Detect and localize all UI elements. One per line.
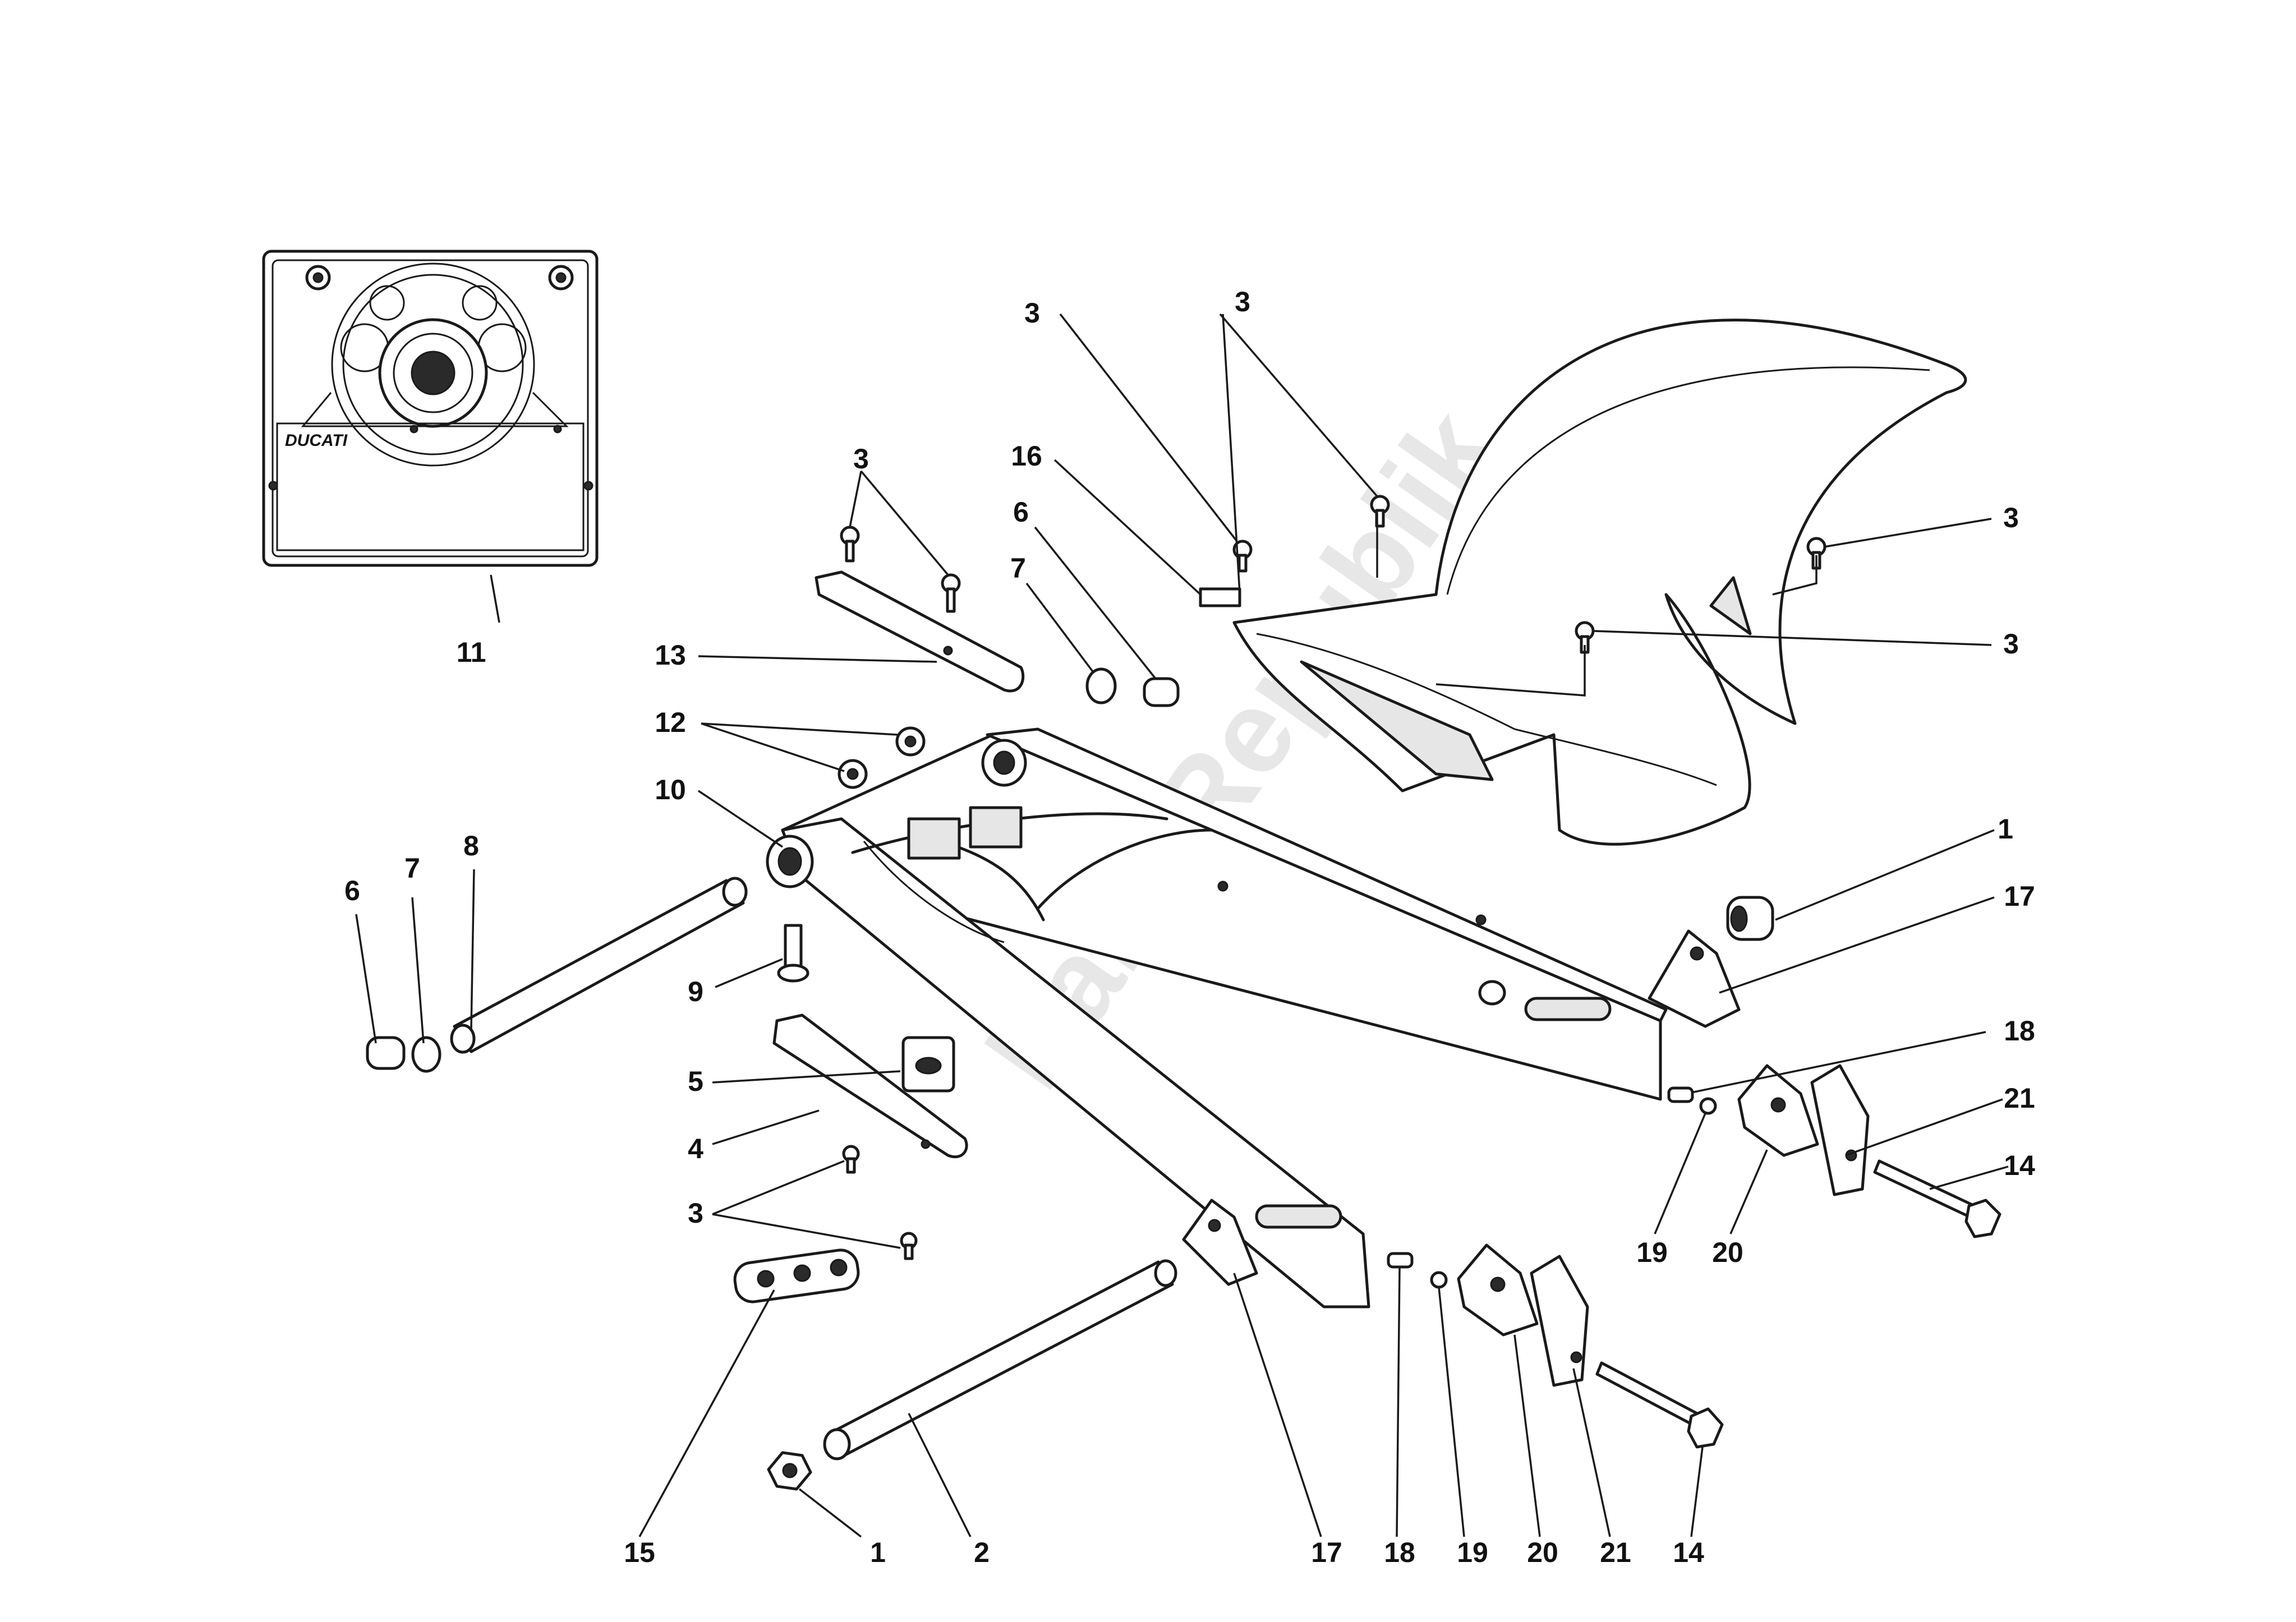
pivot-shaft-8 [450, 877, 748, 1054]
callout-19-right: 19 [1636, 1237, 1668, 1268]
callout-7-left: 7 [404, 853, 420, 884]
chain-link-15 [733, 1248, 860, 1303]
callout-9: 9 [688, 976, 703, 1007]
cap-6-upper [1143, 677, 1180, 707]
callout-17-lower: 17 [1311, 1537, 1342, 1568]
callout-3-chainguide: 3 [853, 443, 869, 474]
circlip-7-left [411, 1036, 441, 1073]
callout-3-right-upper: 3 [2003, 502, 2019, 533]
callout-12: 12 [655, 707, 686, 738]
callout-6-upper: 6 [1013, 496, 1029, 528]
sprocket-kit-inset: DUCATI [262, 250, 599, 567]
callout-18-lower: 18 [1384, 1537, 1415, 1568]
callout-labels: 11 13 12 3 7 6 16 3 3 3 3 10 6 7 8 9 5 4… [344, 286, 2035, 1568]
callout-16: 16 [1011, 440, 1042, 472]
callout-20-lower: 20 [1527, 1537, 1558, 1568]
chain-guide-lower [772, 1013, 968, 1159]
callout-11: 11 [457, 637, 486, 668]
callout-3-lower: 3 [688, 1197, 703, 1229]
wheel-axle-2 [823, 1259, 1177, 1460]
callout-3-top: 3 [1235, 286, 1250, 317]
callout-10: 10 [655, 774, 686, 805]
callout-13: 13 [655, 639, 686, 671]
callout-3-top-left: 3 [1024, 297, 1040, 329]
callout-14-lower: 14 [1673, 1537, 1704, 1568]
callout-20-right: 20 [1712, 1237, 1743, 1268]
callout-21-lower: 21 [1600, 1537, 1631, 1568]
bolt-14-right [1964, 1199, 2001, 1238]
callout-8: 8 [463, 830, 479, 861]
callout-7-upper: 7 [1010, 552, 1026, 584]
bracket-17-lower [1182, 1199, 1258, 1286]
callout-18-right: 18 [2004, 1015, 2035, 1047]
callout-14-right: 14 [2004, 1150, 2035, 1181]
rear-mudguard [1199, 319, 1967, 846]
callout-2: 2 [974, 1537, 990, 1568]
callout-6-left: 6 [344, 875, 360, 906]
callout-21-right: 21 [2004, 1082, 2035, 1114]
plate-21-right [1810, 1064, 1870, 1196]
callout-1-lower: 1 [870, 1537, 886, 1568]
bracket-17-right [1648, 929, 1741, 1028]
callout-19-lower: 19 [1457, 1537, 1488, 1568]
swingarm [766, 727, 1668, 1308]
chain-guide-upper [815, 526, 1025, 693]
bolt-14-lower [1687, 1407, 1724, 1449]
callout-15: 15 [624, 1537, 655, 1568]
bolt-9 [784, 924, 803, 972]
inset-brand: DUCATI [285, 431, 348, 450]
plate-21-lower [1530, 1255, 1589, 1387]
callout-4: 4 [688, 1133, 703, 1164]
circlip-7-upper [1085, 667, 1117, 704]
leader-lines [355, 313, 2009, 1538]
callout-3-right-lower: 3 [2003, 628, 2019, 660]
callout-5: 5 [688, 1066, 703, 1097]
cap-6-left [366, 1036, 406, 1070]
callout-17-right: 17 [2004, 881, 2035, 912]
callout-1-right: 1 [1998, 813, 2013, 845]
